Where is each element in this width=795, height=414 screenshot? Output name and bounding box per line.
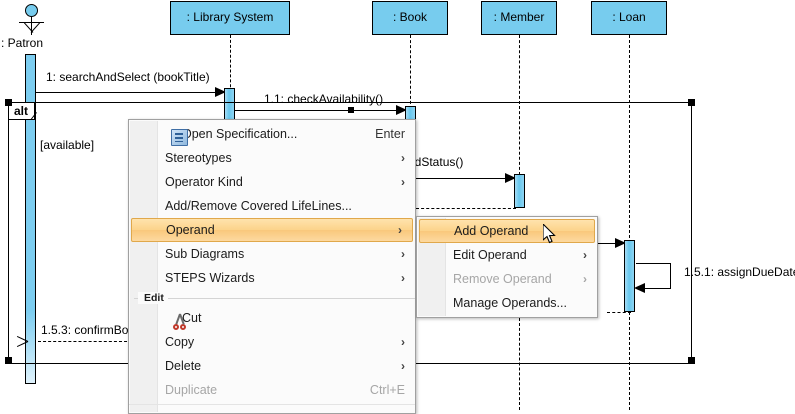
actor-arms-icon	[19, 22, 44, 23]
submenu-item-label-edit-operand: Edit Operand	[453, 248, 527, 262]
message-line-check-availability[interactable]	[235, 110, 407, 111]
menu-item-sub-diagrams[interactable]: Sub Diagrams ›	[129, 242, 415, 266]
menu-item-label-operand: Operand	[166, 223, 215, 237]
operand-guard-available[interactable]: [available]	[40, 138, 95, 152]
activation-patron[interactable]	[25, 54, 36, 384]
menu-item-label-cut: Cut	[182, 311, 202, 325]
message-arrowhead-search-and-select	[215, 87, 226, 97]
separator-line	[167, 297, 415, 299]
menu-item-label-duplicate: Duplicate	[165, 383, 218, 397]
lifeline-stem-book	[410, 35, 411, 109]
self-message-side-assign-due-date	[670, 263, 671, 288]
lifeline-label-member: : Member	[493, 10, 545, 25]
actor-head-icon	[25, 4, 38, 17]
self-message-top-assign-due-date[interactable]	[636, 263, 671, 264]
submenu-item-label-remove-operand: Remove Operand	[453, 272, 552, 286]
chevron-right-icon: ›	[401, 359, 405, 373]
chevron-right-icon: ›	[401, 247, 405, 261]
menu-item-label-sub-diagrams: Sub Diagrams	[165, 247, 245, 261]
menu-item-label-delete: Delete	[165, 359, 202, 373]
selection-handle-top-right[interactable]	[688, 99, 695, 106]
menu-item-accel-duplicate: Ctrl+E	[369, 383, 405, 397]
submenu-item-label-add-operand: Add Operand	[454, 224, 529, 238]
chevron-right-icon: ›	[398, 223, 402, 237]
menu-item-stereotypes[interactable]: Stereotypes ›	[129, 146, 415, 170]
message-arrowhead-create-loan	[615, 238, 626, 248]
message-line-search-and-select[interactable]	[36, 92, 226, 93]
return-line-confirm-borrowing[interactable]	[38, 341, 208, 342]
menu-item-cut[interactable]: Cut	[129, 306, 415, 330]
menu-item-steps-wizards[interactable]: STEPS Wizards ›	[129, 266, 415, 290]
selection-handle-top-left[interactable]	[5, 99, 12, 106]
lifeline-stem-loan	[629, 35, 630, 243]
message-label-confirm-borrowing[interactable]: 1.5.3: confirmBorr	[41, 323, 137, 337]
message-label-assign-due-date[interactable]: 1.5.1: assignDueDate()	[684, 265, 795, 279]
separator-dash	[134, 297, 138, 299]
lifeline-header-library-system[interactable]: : Library System	[170, 1, 290, 35]
chevron-right-icon: ›	[583, 248, 587, 262]
selection-handle-bottom-right[interactable]	[688, 357, 695, 364]
activation-member[interactable]	[514, 174, 525, 208]
specification-icon	[171, 128, 188, 146]
selection-handle-bottom-left[interactable]	[5, 357, 12, 364]
context-menu[interactable]: Open Specification... Enter Stereotypes …	[128, 119, 416, 414]
chevron-right-icon: ›	[583, 272, 587, 286]
message-label-update-status[interactable]: ndStatus()	[408, 155, 464, 169]
menu-item-label-copy: Copy	[165, 335, 195, 349]
lifeline-label-book: : Book	[392, 10, 428, 25]
message-label-search-and-select[interactable]: 1: searchAndSelect (bookTitle)	[46, 70, 210, 84]
lifeline-label-library-system: : Library System	[186, 10, 274, 25]
submenu-item-label-manage-operands: Manage Operands...	[453, 296, 567, 310]
lifeline-stem-member	[519, 35, 520, 175]
submenu-item-manage-operands[interactable]: Manage Operands...	[417, 291, 597, 315]
return-line-loan[interactable]	[607, 312, 631, 313]
actor-leg-right-icon	[30, 22, 41, 33]
menu-item-label-open-specification: Open Specification...	[182, 127, 298, 141]
message-arrowhead-check-availability	[396, 105, 407, 115]
chevron-right-icon: ›	[401, 271, 405, 285]
menu-group-separator-edit: Edit	[129, 290, 415, 306]
chevron-right-icon: ›	[401, 175, 405, 189]
menu-item-label-steps-wizards: STEPS Wizards	[165, 271, 255, 285]
scissors-icon	[171, 313, 188, 330]
menu-group-separator-label: Edit	[138, 292, 168, 304]
return-line-member[interactable]	[416, 208, 516, 209]
message-arrowhead-update-status	[505, 173, 516, 183]
lifeline-stem-loan-lower	[629, 312, 630, 410]
message-line-update-status[interactable]	[410, 178, 515, 179]
menu-item-accel-open-specification: Enter	[375, 127, 405, 141]
menu-bottom-edge	[129, 404, 415, 411]
menu-item-label-operator-kind: Operator Kind	[165, 175, 243, 189]
chevron-right-icon: ›	[401, 335, 405, 349]
menu-item-open-specification[interactable]: Open Specification... Enter	[129, 122, 415, 146]
menu-item-operator-kind[interactable]: Operator Kind ›	[129, 170, 415, 194]
operand-submenu[interactable]: Add Operand Edit Operand › Remove Operan…	[416, 216, 598, 318]
lifeline-label-loan: : Loan	[612, 10, 646, 25]
chevron-right-icon: ›	[401, 151, 405, 165]
menu-item-operand[interactable]: Operand ›	[131, 218, 413, 242]
menu-item-duplicate: Duplicate Ctrl+E	[129, 378, 415, 402]
lifeline-stem-member-lower	[519, 318, 520, 410]
combined-fragment-operator-tab[interactable]: alt	[9, 103, 36, 120]
menu-item-delete[interactable]: Delete ›	[129, 354, 415, 378]
menu-icon-gutter	[130, 121, 158, 412]
submenu-item-remove-operand: Remove Operand ›	[417, 267, 597, 291]
message-anchor-check-availability[interactable]	[348, 107, 354, 113]
submenu-item-add-operand[interactable]: Add Operand	[419, 219, 595, 243]
actor-label: : Patron	[1, 36, 44, 50]
lifeline-header-loan[interactable]: : Loan	[591, 1, 667, 35]
menu-item-label-add-remove-covered-lifelines: Add/Remove Covered LifeLines...	[165, 199, 352, 213]
submenu-item-edit-operand[interactable]: Edit Operand ›	[417, 243, 597, 267]
lifeline-stem-library-system	[230, 35, 231, 107]
self-message-bottom-assign-due-date[interactable]	[645, 288, 671, 289]
activation-loan[interactable]	[624, 240, 635, 312]
self-message-arrowhead-assign-due-date	[634, 283, 645, 293]
actor-body-icon	[31, 17, 32, 35]
lifeline-header-member[interactable]: : Member	[481, 1, 557, 35]
menu-item-copy[interactable]: Copy ›	[129, 330, 415, 354]
lifeline-header-book[interactable]: : Book	[372, 1, 448, 35]
menu-item-add-remove-covered-lifelines[interactable]: Add/Remove Covered LifeLines...	[129, 194, 415, 218]
menu-item-label-stereotypes: Stereotypes	[165, 151, 232, 165]
